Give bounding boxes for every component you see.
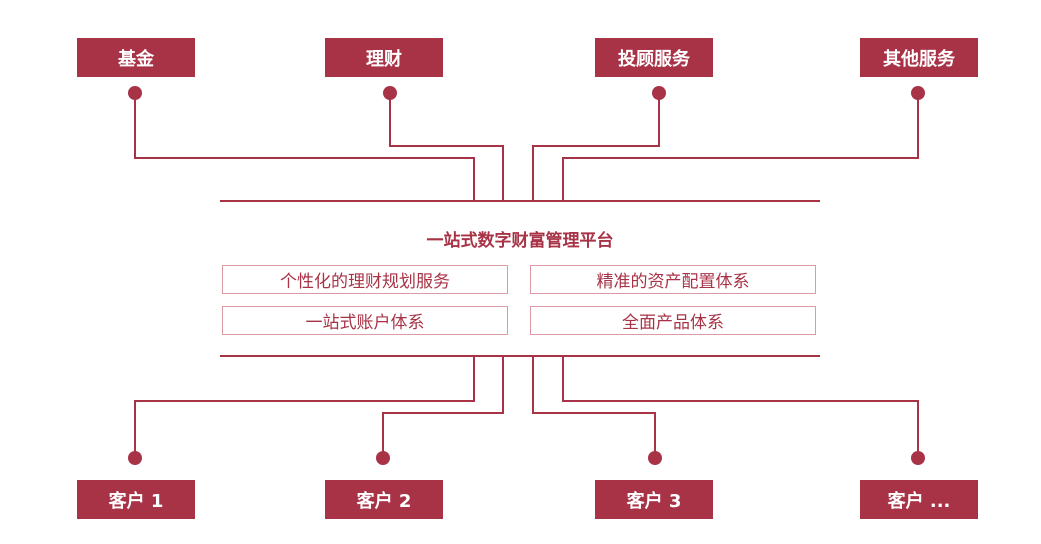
connector-client-3	[532, 356, 656, 458]
connector-fund	[134, 93, 475, 201]
service-other: 其他服务	[860, 38, 978, 77]
client-more: 客户 ...	[860, 480, 978, 519]
dot-client-2	[376, 451, 390, 465]
dot-client-1	[128, 451, 142, 465]
feature-account: 一站式账户体系	[222, 306, 508, 335]
platform-title: 一站式数字财富管理平台	[426, 231, 614, 251]
connector-advisory	[532, 93, 660, 201]
connector-client-more	[562, 356, 919, 458]
client-2: 客户 2	[325, 480, 443, 519]
dot-client-3	[648, 451, 662, 465]
dot-wealth	[383, 86, 397, 100]
feature-allocation: 精准的资产配置体系	[530, 265, 816, 294]
service-fund: 基金	[77, 38, 195, 77]
connector-other	[562, 93, 919, 201]
service-wealth: 理财	[325, 38, 443, 77]
dot-advisory	[652, 86, 666, 100]
feature-products: 全面产品体系	[530, 306, 816, 335]
dot-fund	[128, 86, 142, 100]
client-3: 客户 3	[595, 480, 713, 519]
client-1: 客户 1	[77, 480, 195, 519]
dot-other	[911, 86, 925, 100]
dot-client-more	[911, 451, 925, 465]
connector-wealth	[389, 93, 504, 201]
feature-planning: 个性化的理财规划服务	[222, 265, 508, 294]
connector-client-2	[382, 356, 504, 458]
service-advisory: 投顾服务	[595, 38, 713, 77]
connector-client-1	[134, 356, 475, 458]
